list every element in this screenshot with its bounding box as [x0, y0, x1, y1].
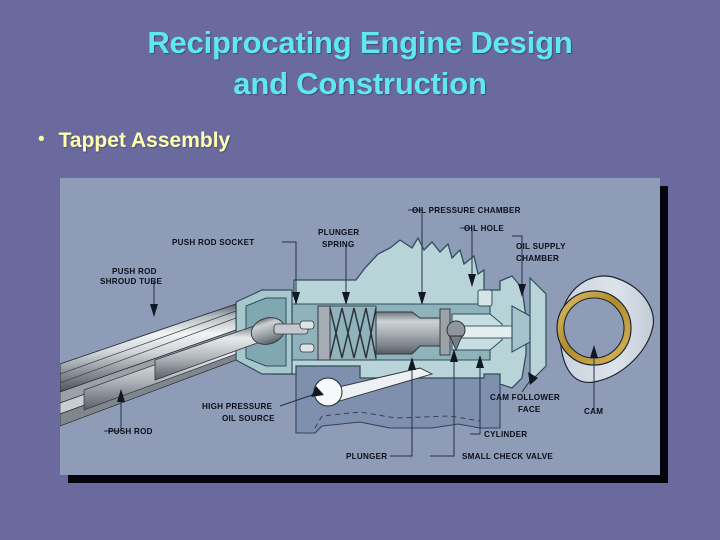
- label-plunger-spring-line1: PLUNGER: [318, 228, 359, 237]
- tappet-assembly-diagram: PUSH ROD SHROUD TUBE PUSH ROD PUSH ROD S…: [60, 178, 660, 475]
- label-oil-pressure-chamber: OIL PRESSURE CHAMBER: [412, 206, 521, 215]
- label-plunger: PLUNGER: [346, 452, 387, 461]
- label-cam-follower-face-line1: CAM FOLLOWER: [490, 393, 560, 402]
- label-oil-supply-chamber-line2: CHAMBER: [516, 254, 559, 263]
- bullet-label: Tappet Assembly: [58, 129, 231, 152]
- bullet-dot-icon: •: [38, 128, 45, 150]
- page-title: Reciprocating Engine Design and Construc…: [0, 22, 720, 104]
- label-oil-hole: OIL HOLE: [464, 224, 504, 233]
- label-cam: CAM: [584, 407, 603, 416]
- label-cylinder: CYLINDER: [484, 430, 527, 439]
- label-push-rod-shroud-tube-line1: PUSH ROD: [112, 267, 157, 276]
- bullet-item-tappet-assembly: • Tappet Assembly: [38, 129, 230, 153]
- label-push-rod-shroud-tube-line2: SHROUD TUBE: [100, 277, 162, 286]
- label-small-check-valve: SMALL CHECK VALVE: [462, 452, 553, 461]
- title-line-2: and Construction: [233, 66, 487, 102]
- label-oil-supply-chamber-line1: OIL SUPPLY: [516, 242, 566, 251]
- label-plunger-spring-line2: SPRING: [322, 240, 355, 249]
- label-cam-follower-face-line2: FACE: [518, 405, 541, 414]
- title-line-1: Reciprocating Engine Design: [147, 25, 573, 60]
- figure-labels: PUSH ROD SHROUD TUBE PUSH ROD PUSH ROD S…: [100, 206, 603, 461]
- label-high-pressure-oil-source-line1: HIGH PRESSURE: [202, 402, 273, 411]
- label-push-rod: PUSH ROD: [108, 427, 153, 436]
- label-high-pressure-oil-source-line2: OIL SOURCE: [222, 414, 275, 423]
- label-push-rod-socket: PUSH ROD SOCKET: [172, 238, 254, 247]
